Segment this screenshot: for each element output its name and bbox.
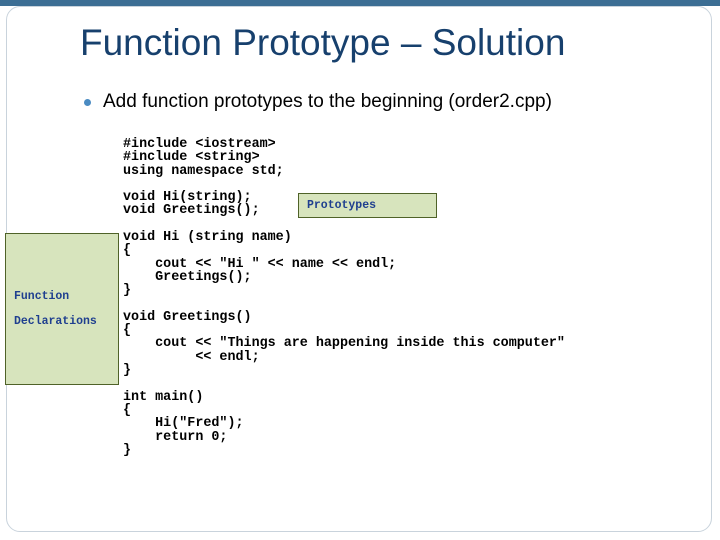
bullet-item: Add function prototypes to the beginning…: [84, 90, 552, 114]
code-line: void Greetings();: [123, 203, 260, 219]
code-line: return 0;: [123, 429, 228, 445]
code-line: [123, 178, 565, 191]
bullet-text: Add function prototypes to the beginning…: [103, 91, 552, 112]
code-line: << endl;: [123, 349, 260, 365]
code-line: void Hi(string);: [123, 190, 252, 206]
prototypes-callout: Prototypes: [298, 193, 437, 218]
prototypes-callout-label: Prototypes: [307, 199, 377, 212]
code-line: #include <string>: [123, 150, 260, 166]
code-line: }: [123, 283, 132, 299]
slide-frame: [6, 6, 712, 532]
code-line: void Hi (string name): [123, 230, 292, 246]
declarations-callout-line1: Function: [14, 290, 70, 303]
code-line: cout << "Hi " << name << endl;: [123, 256, 397, 272]
code-line: cout << "Things are happening inside thi…: [123, 336, 565, 352]
bullet-dot-icon: [84, 98, 91, 106]
code-line: {: [123, 323, 132, 339]
code-line: }: [123, 442, 132, 458]
code-line: [123, 298, 565, 311]
code-line: {: [123, 243, 132, 259]
code-line: #include <iostream>: [123, 137, 276, 152]
code-line: [123, 377, 565, 390]
code-line: using namespace std;: [123, 163, 284, 179]
code-line: Greetings();: [123, 269, 252, 285]
top-accent-bar: [0, 0, 720, 6]
code-line: Hi("Fred");: [123, 416, 244, 432]
code-line: void Greetings(): [123, 309, 252, 325]
function-declarations-callout: Function Declarations: [5, 233, 119, 385]
slide-title: Function Prototype – Solution: [80, 22, 566, 63]
code-line: {: [123, 402, 132, 418]
code-line: }: [123, 363, 132, 379]
declarations-callout-line2: Declarations: [14, 315, 97, 328]
code-block: #include <iostream>#include <string>usin…: [123, 137, 565, 458]
code-line: int main(): [123, 389, 204, 405]
code-line: [123, 218, 565, 231]
